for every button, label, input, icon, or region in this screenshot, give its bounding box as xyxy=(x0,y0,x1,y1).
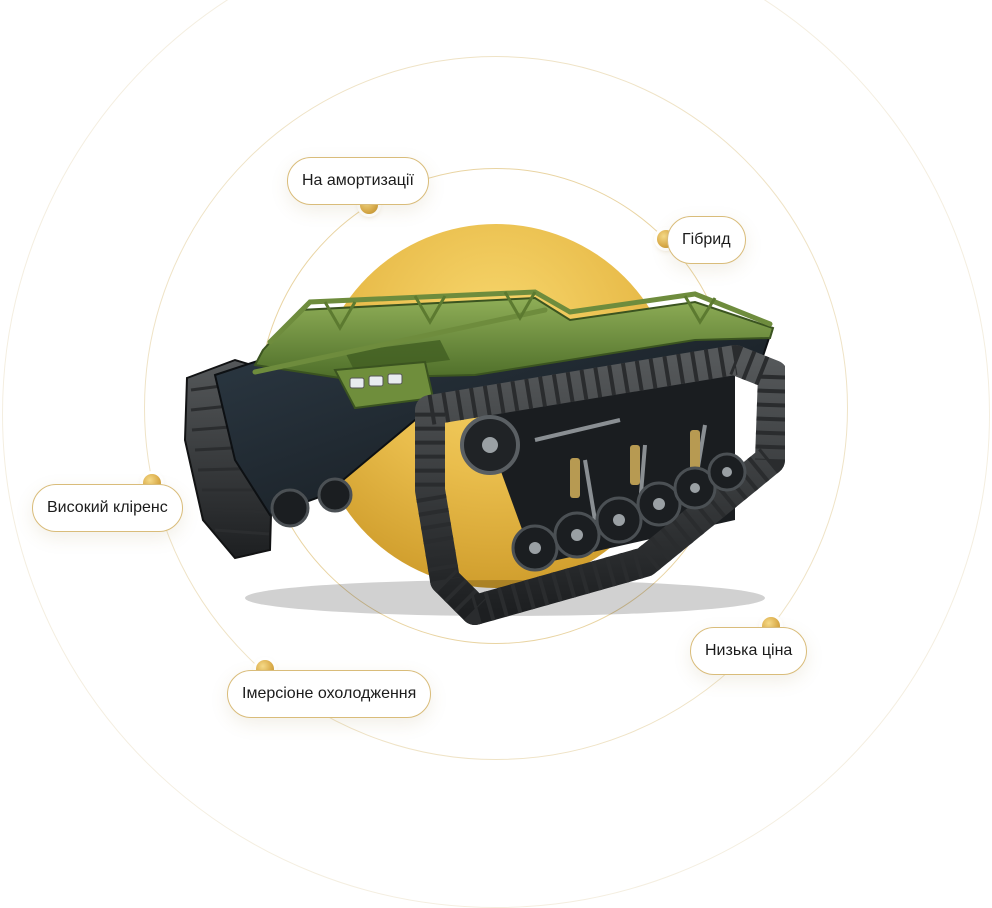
label-hybrid[interactable]: Гібрид xyxy=(667,216,746,264)
middle-decorative-ring xyxy=(144,56,848,760)
label-immersion-cooling[interactable]: Імерсіоне охолодження xyxy=(227,670,432,718)
label-suspension[interactable]: На амортизації xyxy=(287,157,429,205)
label-high-clearance[interactable]: Високий кліренс xyxy=(32,484,183,532)
tracked-vehicle-image xyxy=(183,289,785,625)
label-low-price[interactable]: Низька ціна xyxy=(690,627,808,675)
